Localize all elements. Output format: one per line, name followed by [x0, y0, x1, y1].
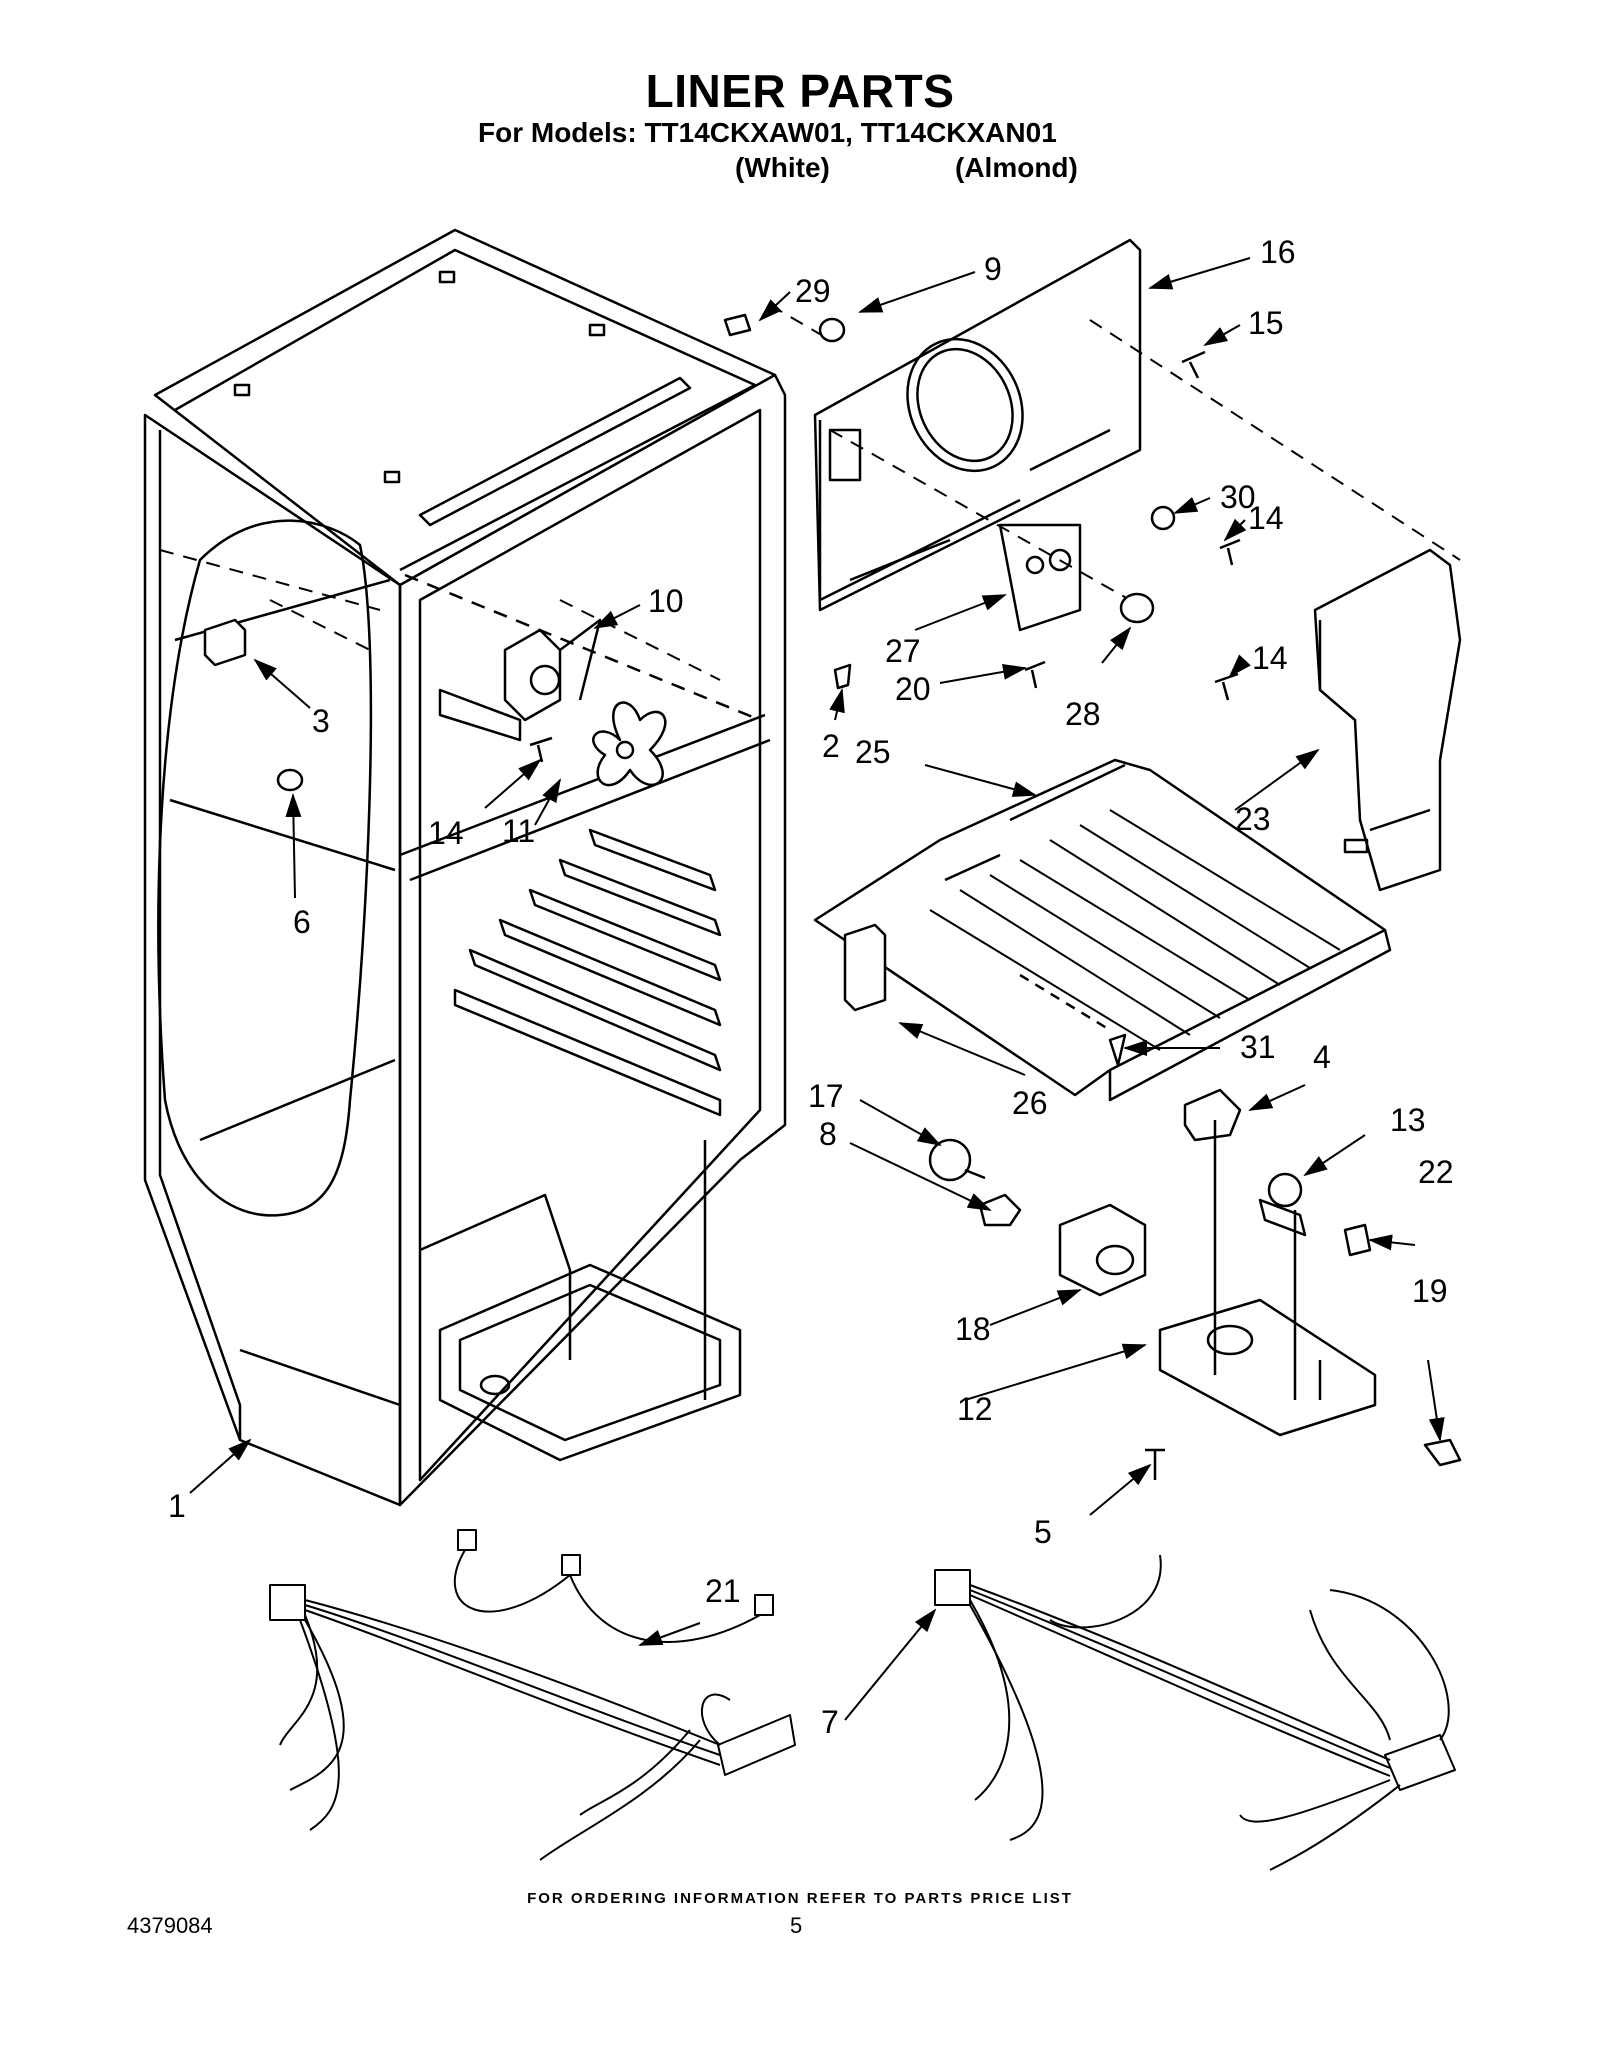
callout-30: 30	[1220, 479, 1256, 515]
color-almond-label: (Almond)	[955, 152, 1078, 183]
liner-cabinet	[143, 228, 787, 1507]
leader-arrows	[189, 257, 1445, 1721]
callout-8: 8	[819, 1116, 837, 1152]
callout-28: 28	[1065, 696, 1101, 732]
callout-9: 9	[984, 251, 1002, 287]
fan-blade	[592, 701, 667, 787]
model-numbers: For Models: TT14CKXAW01, TT14CKXAN01	[478, 117, 1057, 148]
callout-11: 11	[502, 813, 535, 849]
callout-14-shelf: 14	[1252, 640, 1288, 676]
callout-14-fan: 14	[428, 815, 464, 851]
callout-27: 27	[885, 633, 921, 669]
callout-5: 5	[1034, 1514, 1052, 1550]
wire-harness-21	[269, 1529, 796, 1861]
callout-18: 18	[955, 1311, 991, 1347]
callout-2: 2	[822, 728, 840, 764]
air-duct-cover	[813, 238, 1142, 632]
freezer-trim	[1313, 548, 1462, 892]
callout-3: 3	[312, 703, 330, 739]
small-parts	[203, 313, 1462, 1480]
fan-motor	[438, 618, 602, 742]
callout-16: 16	[1260, 234, 1296, 270]
callout-12: 12	[957, 1391, 993, 1427]
callout-21: 21	[705, 1573, 741, 1609]
document-number: 4379084	[127, 1913, 213, 1938]
callout-labels: 1 2 3 4 5 6 7 8 9 10 11 12 13 14 14 14 1…	[168, 234, 1454, 1740]
callout-17: 17	[808, 1078, 844, 1114]
callout-31: 31	[1240, 1029, 1276, 1065]
callout-25: 25	[855, 734, 891, 770]
callout-23: 23	[1235, 801, 1271, 837]
callout-22: 22	[1418, 1154, 1454, 1190]
callout-1: 1	[168, 1488, 186, 1524]
callout-20: 20	[895, 671, 931, 707]
callout-4: 4	[1313, 1039, 1331, 1075]
color-white-label: (White)	[735, 152, 830, 183]
freezer-shelf	[813, 758, 1392, 1102]
wire-harness-7	[934, 1554, 1456, 1871]
page-title: LINER PARTS	[645, 65, 955, 117]
page-number: 5	[790, 1913, 803, 1938]
callout-15: 15	[1248, 305, 1284, 341]
callout-14-duct: 14	[1248, 500, 1284, 536]
callout-29: 29	[795, 273, 831, 309]
ordering-note: FOR ORDERING INFORMATION REFER TO PARTS …	[527, 1890, 1073, 1907]
callout-7: 7	[821, 1704, 839, 1740]
callout-19: 19	[1412, 1273, 1448, 1309]
callout-13: 13	[1390, 1102, 1426, 1138]
callout-6: 6	[293, 904, 311, 940]
callout-26: 26	[1012, 1085, 1048, 1121]
callout-10: 10	[648, 583, 684, 619]
